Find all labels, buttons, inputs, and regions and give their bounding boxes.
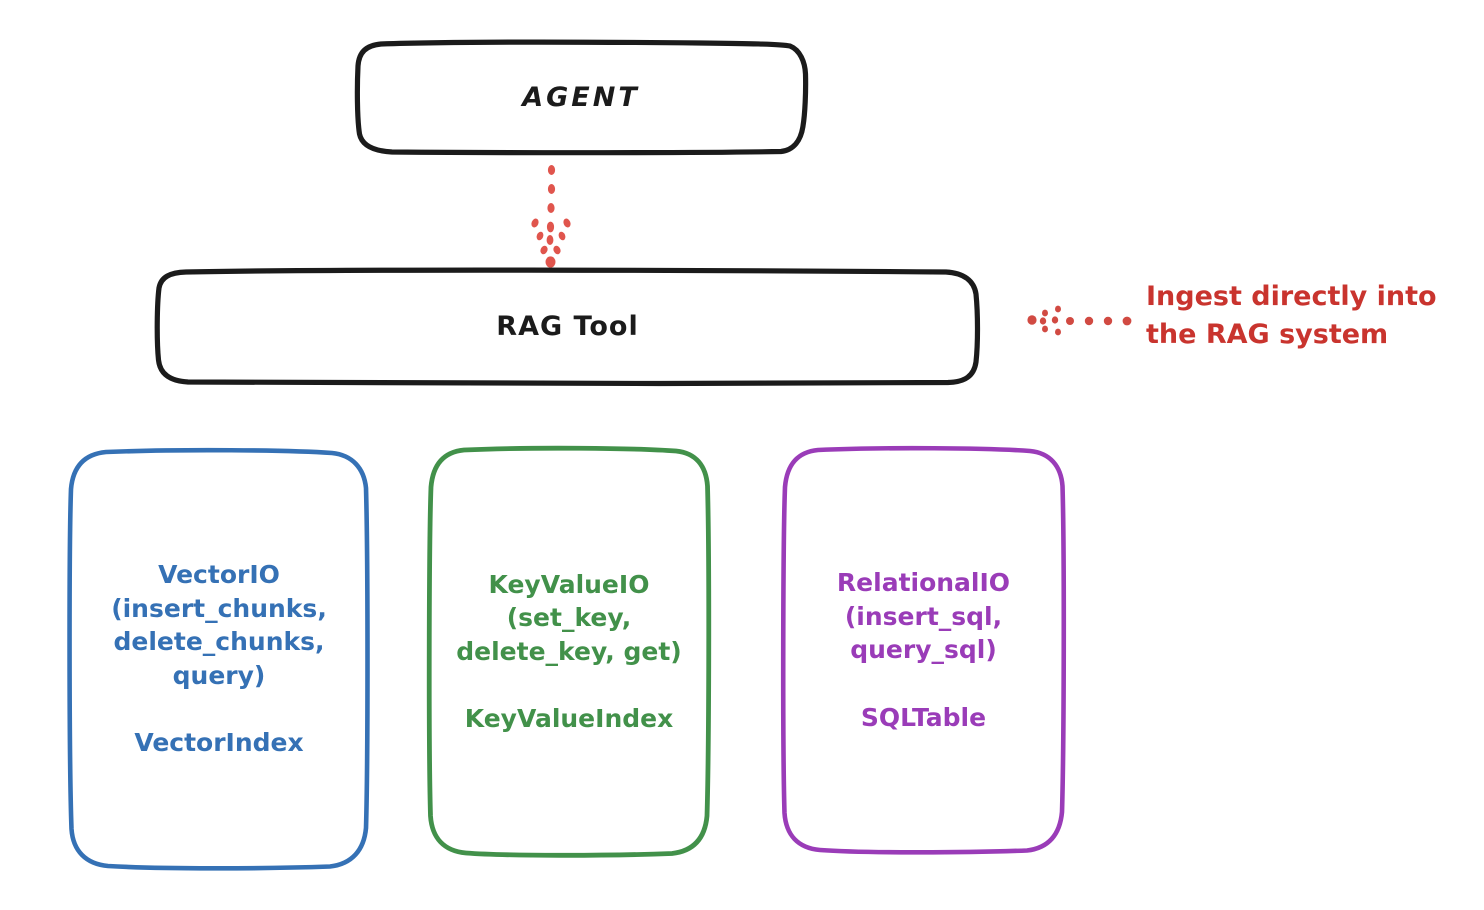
annotation-ingest-directly: Ingest directly into the RAG system bbox=[1146, 281, 1437, 351]
node-key-value-io-label: KeyValueIO (set_key, delete_key, get) bbox=[456, 569, 682, 666]
node-agent[interactable]: AGENT bbox=[357, 42, 805, 153]
connector-agent-to-rag-tool bbox=[531, 165, 571, 268]
node-rag-tool-label: RAG Tool bbox=[496, 311, 639, 342]
node-vector-io-label: VectorIO (insert_chunks, delete_chunks, … bbox=[111, 560, 327, 690]
node-relational-io-table-label: SQLTable bbox=[860, 702, 987, 732]
node-vector-io-index-label: VectorIndex bbox=[134, 728, 304, 758]
node-rag-tool[interactable]: RAG Tool bbox=[157, 270, 978, 383]
node-key-value-io-index-label: KeyValueIndex bbox=[464, 704, 674, 733]
node-relational-io-label: RelationalIO (insert_sql, query_sql) bbox=[836, 568, 1011, 664]
node-key-value-io[interactable]: KeyValueIO (set_key, delete_key, get) Ke… bbox=[430, 448, 708, 855]
node-vector-io[interactable]: VectorIO (insert_chunks, delete_chunks, … bbox=[70, 450, 368, 868]
connector-ingest-to-rag-tool bbox=[1027, 305, 1132, 336]
node-agent-label: AGENT bbox=[522, 82, 640, 113]
node-relational-io[interactable]: RelationalIO (insert_sql, query_sql) SQL… bbox=[784, 448, 1063, 852]
